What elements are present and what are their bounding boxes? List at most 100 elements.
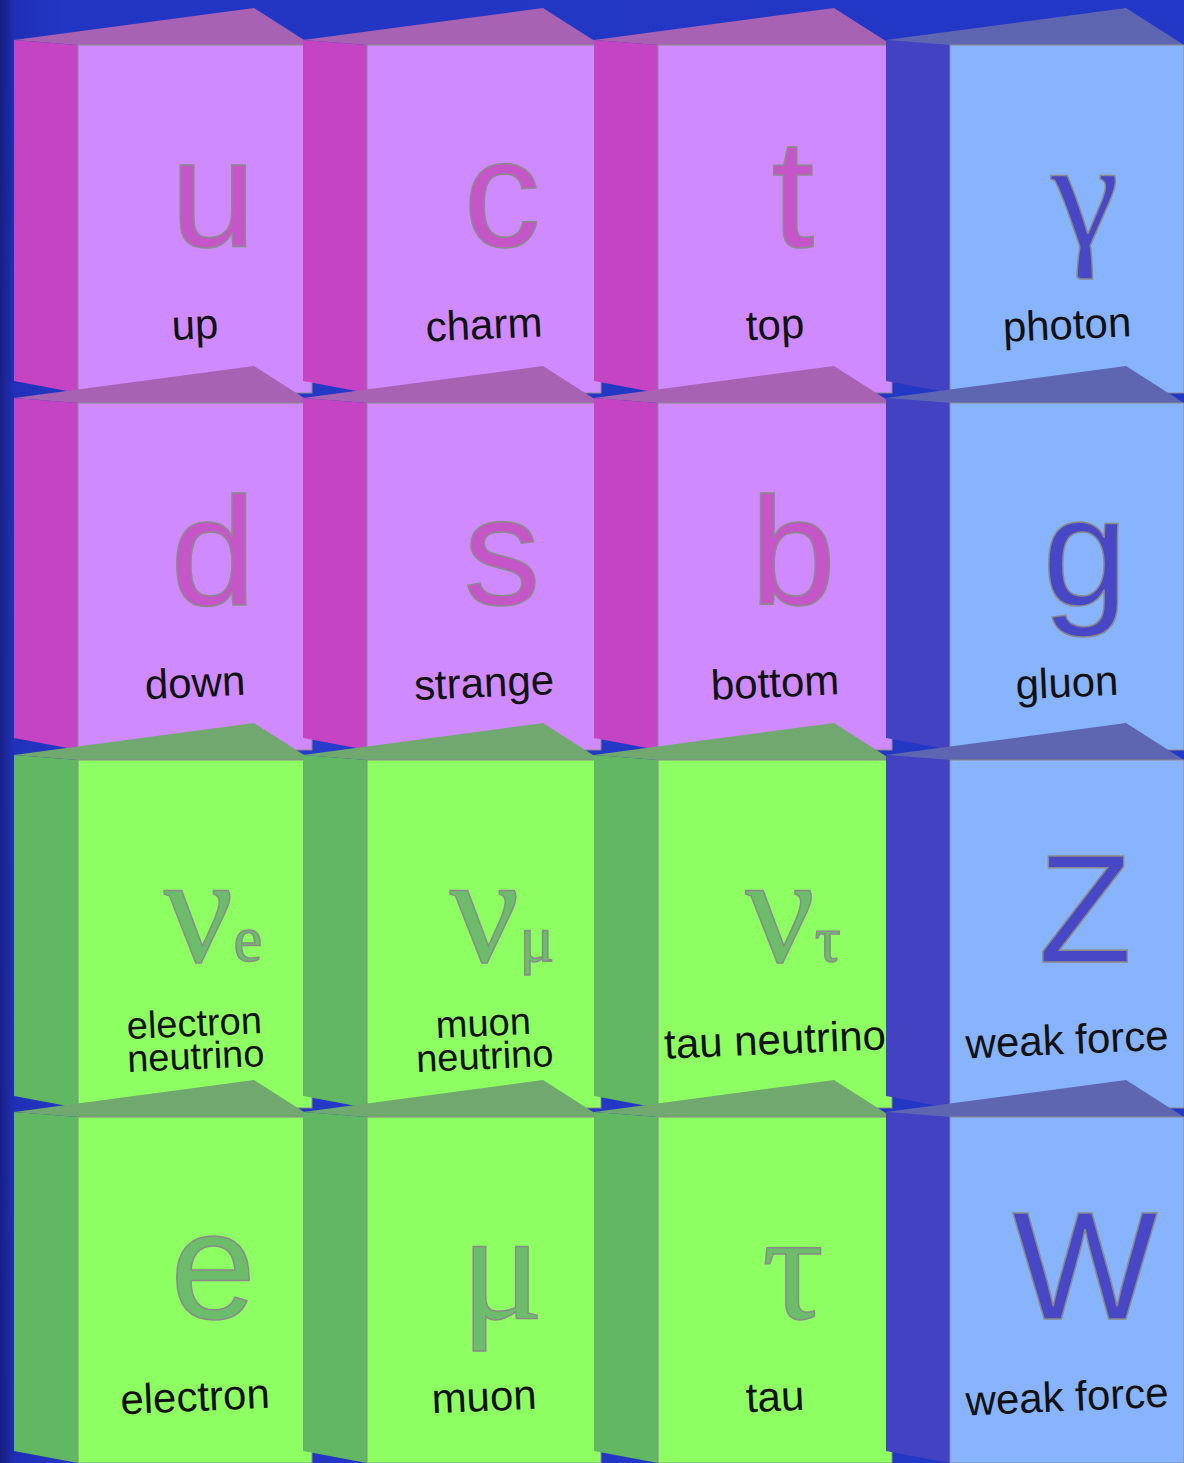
particle-name: weak force bbox=[965, 1375, 1169, 1420]
block-side-face bbox=[886, 1112, 950, 1463]
particle-block: eelectron bbox=[14, 1077, 312, 1463]
block-side-face bbox=[886, 398, 950, 750]
particle-symbol: γ bbox=[968, 117, 1184, 271]
particle-name: electron bbox=[120, 1376, 271, 1419]
particle-name: tau bbox=[745, 1378, 805, 1417]
particle-symbol: u bbox=[96, 117, 330, 271]
particle-block: ντtau neutrino bbox=[594, 720, 892, 1108]
block-front-face bbox=[658, 45, 892, 393]
block-side-face bbox=[14, 755, 78, 1108]
particle-block: νeelectron neutrino bbox=[14, 720, 312, 1108]
particle-symbol: νe bbox=[96, 832, 330, 986]
particle-block: Zweak force bbox=[886, 720, 1184, 1108]
block-front-face bbox=[78, 1117, 312, 1463]
particle-name: electron neutrino bbox=[81, 1002, 310, 1077]
block-side-face bbox=[303, 755, 367, 1108]
block-front-face bbox=[658, 1117, 892, 1463]
particle-name: bottom bbox=[710, 662, 840, 704]
block-top-face bbox=[886, 723, 1184, 760]
block-front-face bbox=[78, 45, 312, 393]
particle-name: muon bbox=[431, 1377, 538, 1418]
block-side-face bbox=[14, 40, 78, 393]
particle-block: μmuon bbox=[303, 1077, 601, 1463]
block-top-face bbox=[303, 723, 601, 760]
particle-symbol: c bbox=[385, 117, 619, 271]
particle-block: sstrange bbox=[303, 363, 601, 750]
block-front-face bbox=[950, 403, 1184, 750]
block-front-face bbox=[367, 403, 601, 750]
particle-symbol: ντ bbox=[676, 832, 910, 986]
block-front-face bbox=[367, 1117, 601, 1463]
block-front-face bbox=[658, 760, 892, 1108]
particle-block: Wweak force bbox=[886, 1077, 1184, 1463]
block-side-face bbox=[303, 398, 367, 750]
particle-name: up bbox=[171, 306, 219, 344]
block-faces bbox=[594, 1077, 892, 1463]
particle-block: ccharm bbox=[303, 5, 601, 393]
particle-name: tau neutrino bbox=[663, 1017, 886, 1063]
block-top-face bbox=[303, 1080, 601, 1117]
particle-symbol: b bbox=[676, 475, 910, 629]
particle-block: γ photon bbox=[886, 5, 1184, 393]
block-top-face bbox=[886, 8, 1184, 45]
block-front-face bbox=[367, 760, 601, 1108]
particle-block: ddown bbox=[14, 363, 312, 750]
block-side-face bbox=[14, 1112, 78, 1463]
block-top-face bbox=[594, 366, 892, 403]
particle-symbol: τ bbox=[676, 1189, 910, 1343]
block-front-face bbox=[950, 760, 1184, 1108]
particle-block: g gluon bbox=[886, 363, 1184, 750]
block-top-face bbox=[594, 723, 892, 760]
block-faces bbox=[594, 5, 892, 393]
particle-block: νμmuon neutrino bbox=[303, 720, 601, 1108]
particle-block: ttop bbox=[594, 5, 892, 393]
block-side-face bbox=[886, 755, 950, 1108]
block-front-face bbox=[78, 760, 312, 1108]
particle-symbol: g bbox=[968, 475, 1184, 629]
particle-symbol: t bbox=[676, 117, 910, 271]
particle-name: top bbox=[745, 306, 805, 345]
block-top-face bbox=[14, 723, 312, 760]
block-front-face bbox=[367, 45, 601, 393]
block-top-face bbox=[594, 8, 892, 45]
particle-name: photon bbox=[1002, 304, 1132, 346]
block-top-face bbox=[14, 1080, 312, 1117]
particle-symbol: d bbox=[96, 475, 330, 629]
block-top-face bbox=[14, 8, 312, 45]
particle-block: bbottom bbox=[594, 363, 892, 750]
block-top-face bbox=[594, 1080, 892, 1117]
particle-block: τtau bbox=[594, 1077, 892, 1463]
block-top-face bbox=[303, 366, 601, 403]
block-front-face bbox=[658, 403, 892, 750]
block-side-face bbox=[303, 40, 367, 393]
particle-symbol: Z bbox=[968, 832, 1184, 986]
particle-name: gluon bbox=[1015, 663, 1119, 704]
block-side-face bbox=[886, 40, 950, 393]
block-top-face bbox=[303, 8, 601, 45]
particle-name: charm bbox=[425, 304, 543, 345]
block-side-face bbox=[303, 1112, 367, 1463]
block-faces bbox=[14, 5, 312, 393]
particle-symbol: e bbox=[96, 1189, 330, 1343]
block-side-face bbox=[594, 398, 658, 750]
block-front-face bbox=[950, 45, 1184, 393]
block-top-face bbox=[14, 366, 312, 403]
block-front-face bbox=[950, 1117, 1184, 1463]
particle-symbol: μ bbox=[385, 1189, 619, 1343]
particle-name: weak force bbox=[965, 1018, 1169, 1063]
particle-block: uup bbox=[14, 5, 312, 393]
particle-name: down bbox=[144, 663, 246, 703]
block-top-face bbox=[886, 366, 1184, 403]
particle-symbol: s bbox=[385, 475, 619, 629]
block-side-face bbox=[594, 40, 658, 393]
block-side-face bbox=[594, 1112, 658, 1463]
block-front-face bbox=[78, 403, 312, 750]
particle-name: strange bbox=[413, 662, 555, 704]
particle-symbol: νμ bbox=[385, 832, 619, 986]
particle-symbol: W bbox=[968, 1189, 1184, 1343]
particle-name: muon neutrino bbox=[370, 1002, 599, 1077]
block-side-face bbox=[594, 755, 658, 1108]
block-top-face bbox=[886, 1080, 1184, 1117]
